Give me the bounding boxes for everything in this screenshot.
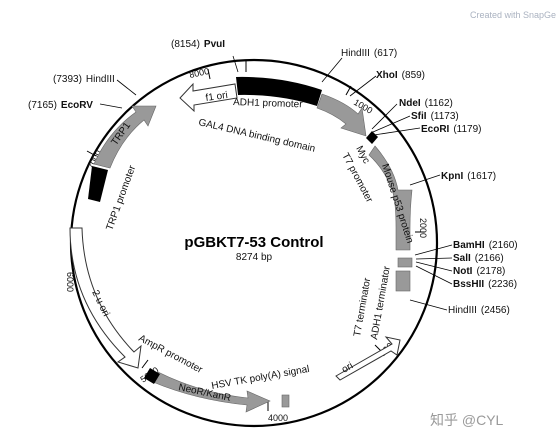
myc-box: [366, 131, 378, 144]
gal4-arrow: [316, 93, 367, 137]
zhihu-watermark: 知乎 @CYL: [430, 412, 504, 428]
site-noti: NotI(2178): [453, 266, 505, 277]
gal4-label: GAL4 DNA binding domain: [197, 117, 316, 155]
f1-ori-arrow: [179, 82, 238, 113]
adh1-promoter-box: [236, 76, 322, 106]
site-ndei: NdeI(1162): [399, 98, 453, 109]
site-labels: (8154)PvuI (7393)HindIII (7165)EcoRV Hin…: [28, 39, 518, 316]
tick-label: 4000: [268, 413, 288, 423]
site-xhoi: XhoI(859): [376, 70, 425, 81]
neor-arrow: [152, 371, 271, 413]
two-u-ori-arrow: [69, 227, 142, 369]
tick-label: 2000: [418, 218, 428, 238]
plasmid-title: pGBKT7-53 Control: [184, 234, 323, 251]
ori-label: ori: [340, 361, 355, 376]
hsv-tk-box: [281, 394, 290, 408]
snapgene-watermark: Created with SnapGene®: [470, 10, 556, 20]
p53-arrow: [368, 145, 413, 251]
hsv-tk-label: HSV TK poly(A) signal: [211, 364, 311, 392]
ori-arrow: [335, 336, 401, 381]
adh1-promoter-label: ADH1 promoter: [233, 97, 303, 110]
site-sfii: SfiI(1173): [411, 111, 459, 122]
trp1-arrow: [93, 105, 157, 169]
tick-label: 6000: [65, 272, 75, 292]
site-leader-lines: [99, 55, 453, 311]
site-hindiii-617: HindIII(617): [341, 48, 397, 59]
t7-terminator-box: [395, 270, 411, 292]
site-pvui: (8154)PvuI: [171, 39, 225, 50]
trp1-promoter-label: TRP1 promoter: [104, 163, 138, 232]
tick-label: 8000: [188, 66, 210, 80]
site-hindiii-7393: (7393)HindIII: [53, 74, 115, 85]
plasmid-size: 8274 bp: [236, 252, 273, 263]
site-kpni: KpnI(1617): [441, 171, 496, 182]
site-sali: SalI(2166): [453, 253, 504, 264]
ampr-promoter-box: [144, 368, 160, 384]
site-bamhi: BamHI(2160): [453, 240, 518, 251]
site-ecori: EcoRI(1179): [421, 124, 482, 135]
f1-ori-label: f1 ori: [205, 90, 229, 104]
site-hindiii-2456: HindIII(2456): [448, 305, 510, 316]
site-ecorv: (7165)EcoRV: [28, 100, 93, 111]
mcs-box: [397, 257, 413, 268]
adh1-terminator-label: ADH1 terminator: [369, 265, 393, 341]
site-bsshii: BssHII(2236): [453, 279, 517, 290]
trp1-promoter-box: [88, 166, 108, 202]
